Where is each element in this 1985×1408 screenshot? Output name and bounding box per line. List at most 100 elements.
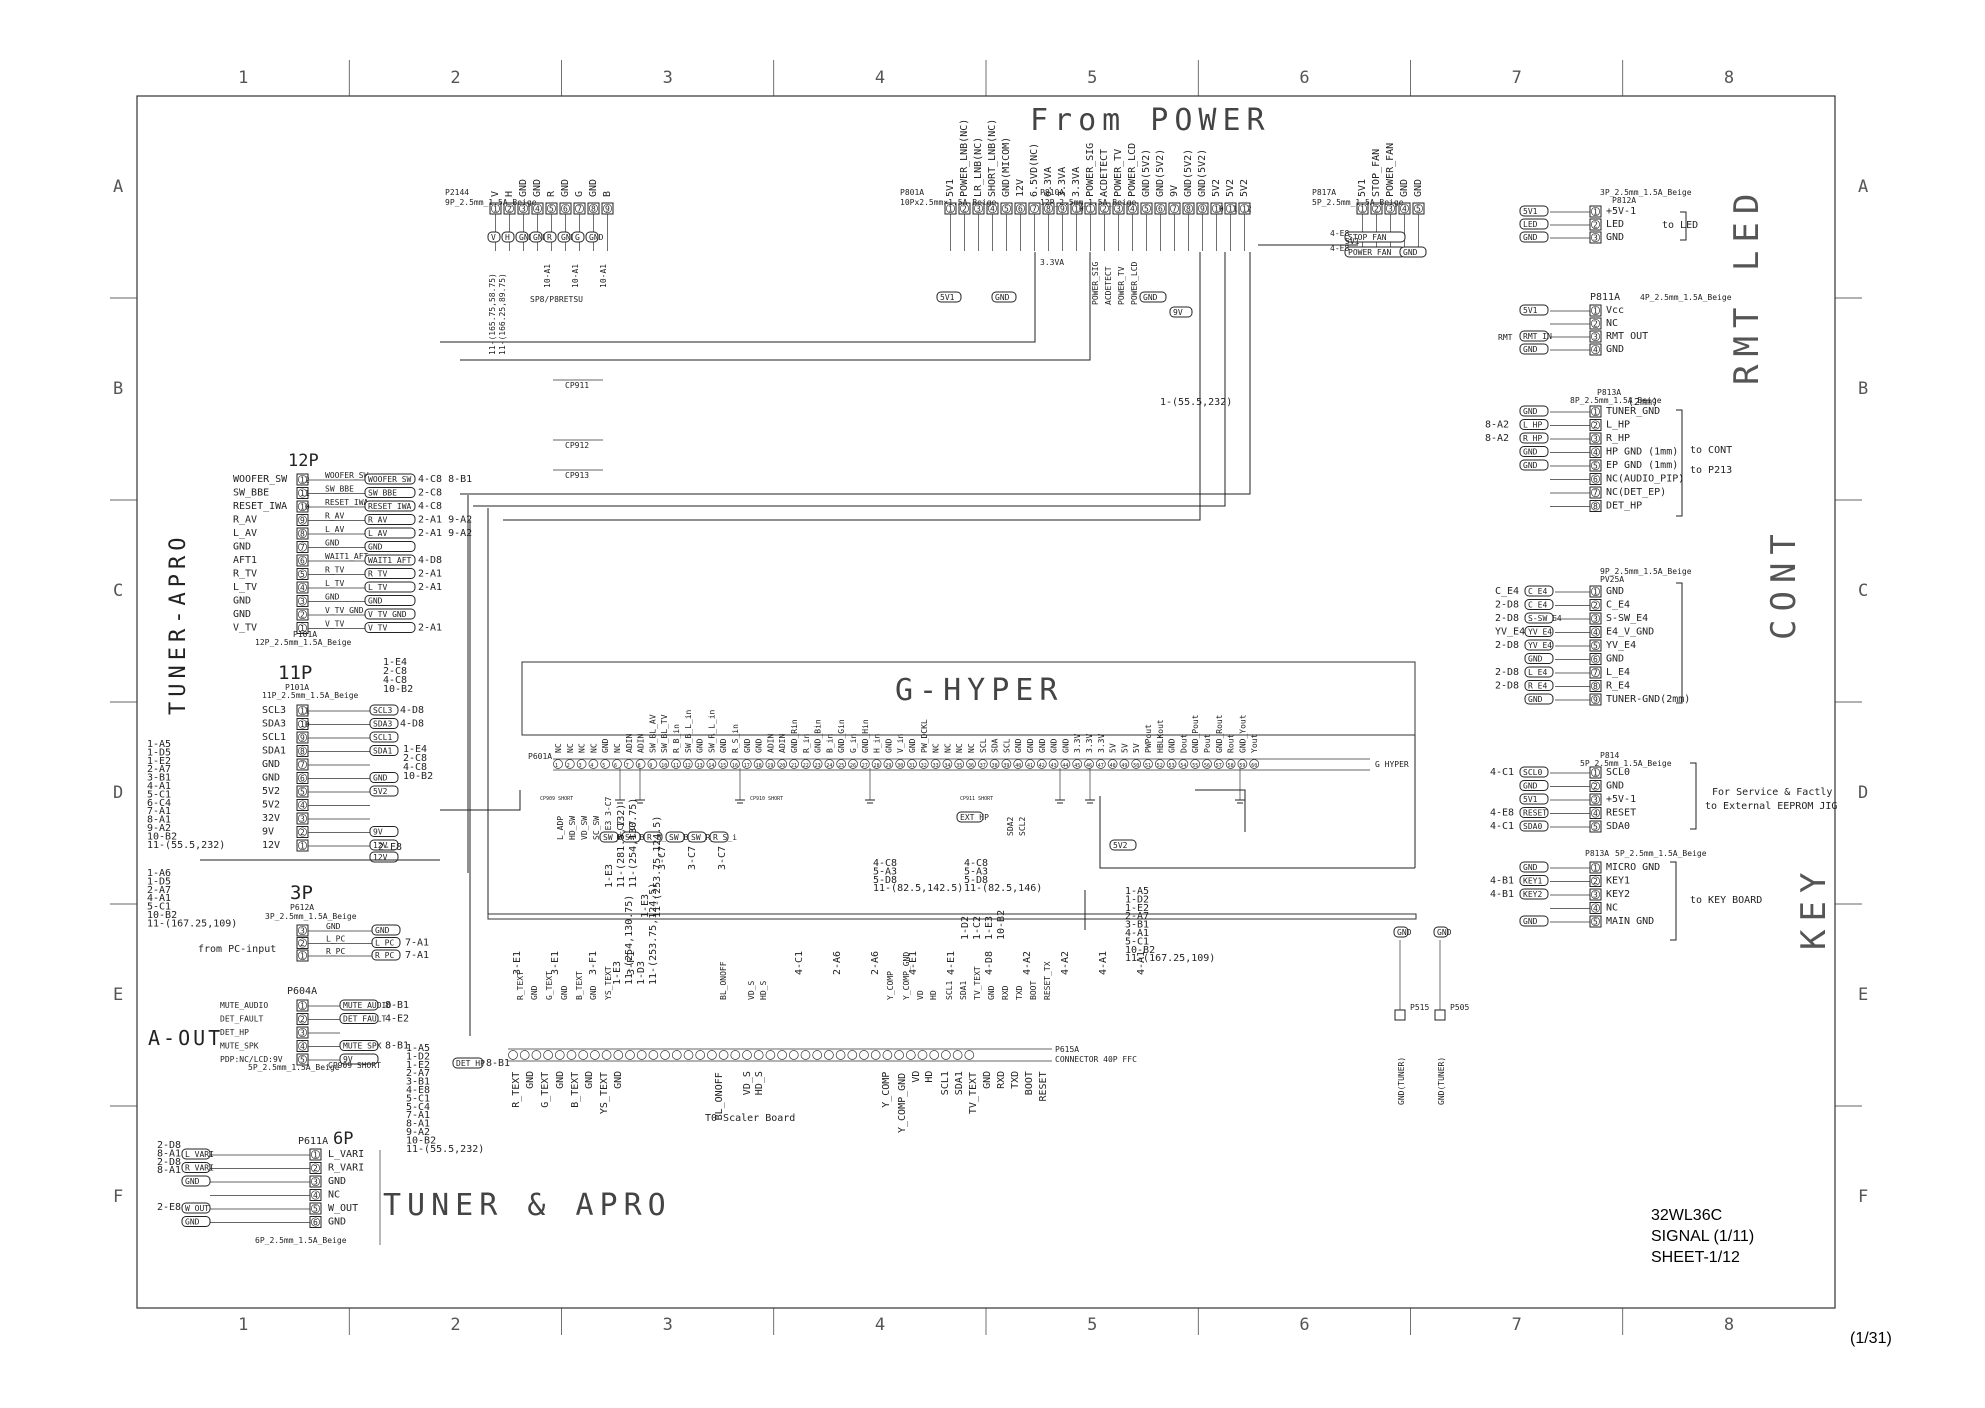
pv25a-pin-number: 6 (1593, 655, 1598, 664)
tuner-9v-link (440, 790, 521, 811)
aout-spec: 5P_2.5mm_1.5A_Beige (248, 1063, 340, 1072)
tuner6-pin-name: W_OUT (328, 1203, 358, 1214)
rmt-led-title: RMT LED (1727, 186, 1767, 385)
ghyper-signal-name: G_in (849, 734, 858, 753)
scaler-pin (613, 1050, 624, 1060)
power-9v-bus (460, 252, 1091, 361)
p810-gnd-flag: GND (1143, 293, 1158, 302)
ghyper-right-ref: 4-A1 (1125, 928, 1149, 939)
grid-row-label-left: D (113, 783, 123, 803)
pv25a-pin-box (1589, 585, 1602, 598)
tuner12-pin-box (296, 595, 309, 607)
pv25a-pin-number: 9 (1593, 696, 1598, 705)
aout-xref: 4-E2 (385, 1014, 409, 1025)
tuner11-mid-xref: 4-C8 (403, 762, 427, 773)
p810a-pin-number: 6 (1158, 205, 1163, 214)
grid-row-label-left: E (113, 985, 123, 1005)
tuner12-pin-name: GND (233, 542, 251, 553)
ghyper-exthp-flag: EXT_HP (960, 813, 989, 822)
key-pin-name: KEY1 (1606, 876, 1630, 887)
tuner11-pin-number: 10 (300, 720, 310, 729)
tuner11-pin-number: 1 (300, 842, 305, 851)
pv25a-pin-ring (1590, 654, 1601, 664)
grid-column-label-top: 4 (875, 68, 885, 88)
p810a-pin-name: GND(5V2) (1183, 149, 1194, 197)
tuner11-pin-name: 5V2 (262, 800, 280, 811)
ghyper-cp-note: CP911 SHORT (960, 796, 993, 802)
pc3-ref: P612A (290, 903, 314, 912)
ghyper-signal-name: GND (719, 738, 728, 753)
scaler-signal-name: VD_S (742, 1071, 753, 1095)
ghyper-signal-name: NC (943, 743, 952, 753)
pc3-left-ref: 1-D5 (147, 876, 171, 887)
tuner12-pin-number: 11 (300, 489, 310, 498)
vga-note: SP8/P8RETSU (530, 295, 583, 304)
vga-pin-ring (560, 203, 571, 214)
ghyper-signal-name: SW_B_L_in (684, 709, 693, 753)
vga-net-flag: GND (589, 233, 604, 242)
pv25a-xref: 2-D8 (1495, 600, 1519, 611)
scaler-pin (835, 1050, 846, 1060)
tuner11-top-xref: 10-B2 (383, 684, 413, 695)
power-lcd-line (460, 252, 1251, 495)
vga-spec: 9P_2.5mm_1.5A_Beige (445, 198, 537, 207)
pv25a-xref: C_E4 (1495, 586, 1519, 597)
pv25a-pin-ring (1590, 613, 1601, 624)
pv25a-pin-box (1589, 612, 1602, 625)
ghyper-pin (1131, 759, 1142, 769)
tuner11-left-ref: 10-B2 (147, 831, 177, 842)
cont213-pin-number: 5 (1593, 462, 1598, 471)
service-pin-ring (1590, 808, 1601, 818)
led-pin-ring (1590, 206, 1601, 217)
ghyper-signal-name: 3.3V (1097, 734, 1106, 753)
p801a-pin-ring (945, 203, 956, 214)
pv25a-net-flag-outline (1524, 639, 1554, 651)
cont213-pin-name: R_HP (1606, 433, 1630, 444)
rmt-pin-box (1589, 304, 1602, 317)
p810a-pin-name: GND(5V2) (1155, 149, 1166, 197)
led-pin-name: +5V-1 (1606, 206, 1636, 217)
ghyper-pin-number: 4 (590, 763, 593, 769)
p810a-ref: P810A (1040, 188, 1064, 197)
tuner12-pin-ring (297, 488, 308, 498)
pc3-net-flag-outline (371, 924, 401, 936)
scaler-pin (730, 1050, 741, 1060)
tuner12-net-flag-outline (364, 541, 416, 552)
tuner11-left-ref: 8-A1 (147, 815, 171, 826)
ghyper-pin (694, 759, 705, 769)
pc3-xref: 7-A1 (405, 950, 429, 961)
ghyper-pin-number: 45 (1074, 763, 1080, 769)
aout-net-flag-outline (339, 1040, 379, 1051)
p801a-pin-name: 12V (1015, 179, 1026, 197)
ghyper-right-ref: 1-E2 (1125, 903, 1149, 914)
ghyper-pin-number: 5 (602, 763, 605, 769)
p801a-pin-name: 6.3VA (1043, 167, 1054, 197)
cont213-note2: to P213 (1690, 465, 1732, 476)
scaler-signal-name: RESET (1038, 1071, 1049, 1101)
short-jumper-label: CP912 (565, 441, 589, 450)
vga-net-flag-outline (487, 231, 501, 243)
tuner12-spec: 12P_2.5mm_1.5A_Beige (255, 638, 352, 647)
pc3-left-ref: 10-B2 (147, 910, 177, 921)
p801a-pin-number: 2 (962, 205, 967, 214)
tuner6-left-ref: 2-D8 (157, 1140, 181, 1151)
scaler-pin (882, 1050, 893, 1060)
aout-net-flag-outline (339, 999, 379, 1011)
ghyper-signal-name: GND (1014, 738, 1023, 753)
tuner6-pin-number: 1 (313, 1151, 318, 1160)
tuner12-pin-ring (297, 582, 308, 593)
scaler-signal-name: GND (982, 1071, 993, 1089)
p801-5v1-flag: 5V1 (940, 293, 955, 302)
tuner12-ref: P101A (293, 630, 317, 639)
tuner12-net-label: V_TV (325, 620, 344, 629)
p810a-pin-ring (1099, 203, 1110, 214)
scaler-pin (695, 1050, 706, 1060)
p801a-pin-name: SHORT_LNB(NC) (987, 119, 998, 197)
tuner6-pin-name: NC (328, 1190, 340, 1201)
p810a-pin-ring (1155, 203, 1166, 214)
pv25a-pin-name: GND (1606, 654, 1624, 665)
p810-signal-flag: POWER_SIG (1091, 261, 1100, 305)
ghyper-left-net: VD_SW (580, 816, 589, 840)
tuner12-net-label: RESET_IWA (325, 498, 369, 507)
